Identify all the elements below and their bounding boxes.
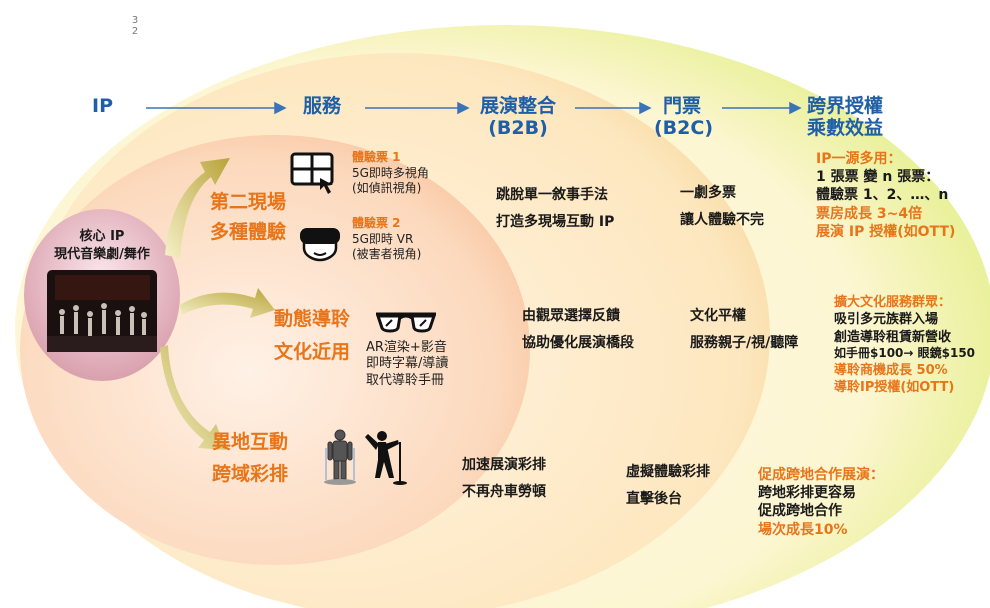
- row3-cross-line3: 促成跨地合作: [758, 503, 842, 520]
- row1-b2b-line2: 打造多現場互動 IP: [496, 213, 615, 230]
- ticket1-title: 體驗票 1: [352, 150, 401, 164]
- ar-glasses-icon: [375, 312, 437, 333]
- core-ip-line2: 現代音樂劇/舞作: [54, 246, 150, 262]
- row2-desc-line2: 即時字幕/導讀: [366, 356, 449, 372]
- page-number-digit: 2: [131, 25, 139, 37]
- row3-b2b: 加速展演彩排 不再舟車勞頓: [462, 452, 546, 505]
- row2-b2c-line1: 文化平權: [690, 308, 746, 324]
- row1-b2c-line1: 一劇多票: [680, 185, 736, 201]
- core-ip-line1: 核心 IP: [79, 229, 125, 244]
- row3-cross-line1: 促成跨地合作展演：: [758, 467, 884, 483]
- row2-label-line1: 動態導聆: [274, 308, 351, 330]
- flow-b2c-line1: 門票: [662, 95, 701, 117]
- row2-b2b: 由觀眾選擇反饋 協助優化展演橋段: [522, 303, 634, 356]
- row1-cross-line5: 展演 IP 授權(如OTT): [816, 223, 956, 240]
- row1-b2c: 一劇多票 讓人體驗不完: [680, 180, 764, 233]
- row2-desc-line1: AR渲染+影音: [366, 340, 447, 355]
- ticket1-text: 體驗票 1 5G即時多視角 (如偵訊視角): [352, 150, 429, 197]
- row1-label: 第二現場 多種體驗: [210, 187, 286, 248]
- ticket1-line2: (如偵訊視角): [352, 181, 422, 196]
- row2-b2c-line2: 服務親子/視/聽障: [690, 334, 799, 351]
- core-ip-label: 核心 IP 現代音樂劇/舞作: [42, 228, 162, 263]
- row2-cross-line2: 吸引多元族群入場: [834, 312, 939, 328]
- row1-b2b-line1: 跳脫單一敘事手法: [496, 187, 608, 203]
- row3-b2b-line2: 不再舟車勞頓: [462, 483, 546, 500]
- row2-b2c: 文化平權 服務親子/視/聽障: [690, 303, 798, 356]
- ticket2-text: 體驗票 2 5G即時 VR (被害者視角): [352, 216, 421, 263]
- row1-cross-line1: IP一源多用：: [816, 151, 902, 167]
- row2-cross-line6: 導聆IP授權(如OTT): [834, 380, 955, 396]
- page-number-digit: 3: [131, 15, 139, 26]
- row2-cross-line4: 如手冊$100→ 眼鏡$150: [834, 345, 976, 360]
- ticket2-line1: 5G即時 VR: [352, 231, 414, 246]
- multi-view-screen-icon: [290, 152, 334, 194]
- flow-b2c-line2: (B2C): [654, 116, 714, 139]
- row2-label-line2: 文化近用: [274, 341, 351, 364]
- row1-label-line1: 第二現場: [210, 191, 287, 213]
- flow-b2c: 門票 (B2C): [654, 95, 714, 140]
- row3-label-line2: 跨域彩排: [212, 463, 289, 486]
- ticket2-title: 體驗票 2: [352, 216, 401, 230]
- row3-cross-line2: 跨地彩排更容易: [758, 485, 856, 502]
- remote-rehearsal-icon: [324, 429, 407, 485]
- row2-cross-line5: 導聆商機成長 50%: [834, 362, 948, 378]
- row2-b2b-line1: 由觀眾選擇反饋: [522, 308, 620, 324]
- row1-b2c-line2: 讓人體驗不完: [680, 211, 764, 228]
- row2-desc-line3: 取代導聆手冊: [366, 372, 445, 388]
- stage-photo: [47, 270, 157, 352]
- flow-arrows: [146, 101, 802, 115]
- flow-service: 服務: [303, 95, 342, 117]
- row3-label: 異地互動 跨域彩排: [212, 426, 288, 491]
- flow-ip: IP: [92, 95, 113, 117]
- row3-cross: 促成跨地合作展演： 跨地彩排更容易 促成跨地合作 場次成長10%: [758, 466, 884, 539]
- curved-arrows: [160, 158, 275, 450]
- row3-label-line1: 異地互動: [212, 431, 289, 453]
- row1-cross-line2: 1 張票 變 n 張票：: [816, 169, 940, 186]
- row2-cross: 擴大文化服務群眾： 吸引多元族群入場 創造導聆租賃新營收 如手冊$100→ 眼鏡…: [834, 294, 975, 396]
- row3-b2b-line1: 加速展演彩排: [462, 457, 546, 473]
- row3-cross-line4: 場次成長10%: [758, 521, 848, 538]
- row3-b2c: 虛擬體驗彩排 直擊後台: [626, 459, 710, 512]
- ticket2-line2: (被害者視角): [352, 247, 422, 262]
- row1-b2b: 跳脫單一敘事手法 打造多現場互動 IP: [496, 182, 614, 235]
- row3-b2c-line2: 直擊後台: [626, 490, 682, 507]
- row2-label: 動態導聆 文化近用: [274, 303, 350, 370]
- row3-b2c-line1: 虛擬體驗彩排: [626, 464, 710, 480]
- flow-b2b: 展演整合 (B2B): [474, 95, 562, 140]
- row2-desc: AR渲染+影音 即時字幕/導讀 取代導聆手冊: [366, 340, 448, 389]
- row1-cross: IP一源多用： 1 張票 變 n 張票： 體驗票 1、2、…、n 票房成長 3~…: [816, 150, 955, 241]
- row2-cross-line1: 擴大文化服務群眾：: [834, 295, 952, 310]
- row1-label-line2: 多種體驗: [210, 221, 287, 244]
- ticket1-line1: 5G即時多視角: [352, 165, 429, 180]
- row1-cross-line3: 體驗票 1、2、…、n: [816, 187, 949, 204]
- row2-cross-line3: 創造導聆租賃新營收: [834, 329, 952, 345]
- flow-cross-line1: 跨界授權: [806, 95, 883, 117]
- row1-cross-line4: 票房成長 3~4倍: [816, 205, 923, 222]
- flow-cross: 跨界授權 乘數效益: [800, 95, 890, 140]
- row2-b2b-line2: 協助優化展演橋段: [522, 334, 634, 351]
- vr-headset-icon: [300, 228, 340, 262]
- flow-b2b-line1: 展演整合: [479, 95, 556, 117]
- flow-cross-line2: 乘數效益: [806, 116, 883, 139]
- flow-b2b-line2: (B2B): [488, 116, 548, 139]
- page-number: 3 2: [130, 15, 140, 37]
